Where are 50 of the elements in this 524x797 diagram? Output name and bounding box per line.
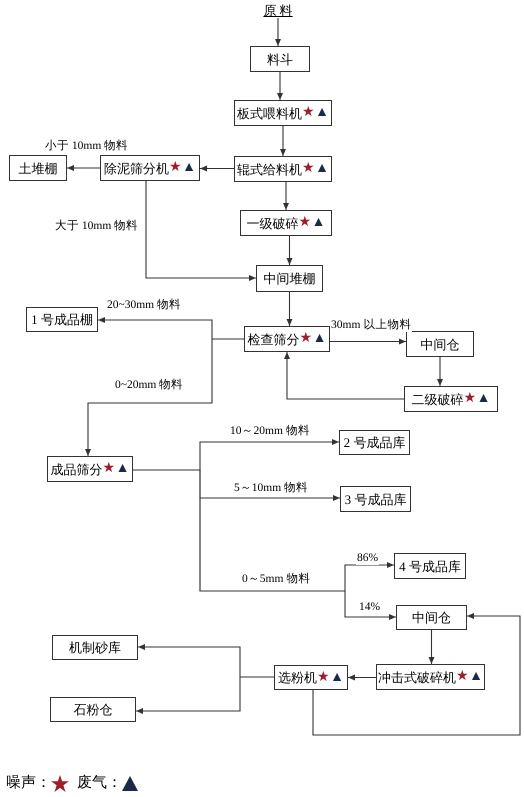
process-box: 辊式给料机★▲ (234, 156, 332, 182)
process-box: 土堆棚 (9, 155, 67, 181)
process-box: 1 号成品棚 (26, 307, 98, 332)
arrow (277, 72, 283, 100)
arrow (200, 166, 234, 172)
arrow (428, 630, 434, 664)
process-box: 中间堆棚 (256, 265, 323, 292)
process-box: 料斗 (250, 46, 310, 72)
legend-text: 噪声： (6, 776, 51, 791)
process-box: 检查筛分★▲ (244, 326, 330, 352)
flow-note: 0～5mm 物料 (241, 574, 312, 586)
edge-label: 10～20mm 物料 (229, 426, 311, 438)
process-box: 2 号成品库 (339, 430, 410, 455)
arrow (330, 338, 406, 344)
process-box: 机制砂库 (52, 635, 138, 660)
process-box: 成品筛分★▲ (47, 456, 133, 482)
arrow (286, 236, 292, 265)
input-label: 原 料 (262, 2, 294, 18)
edge-label: 14% (358, 602, 382, 614)
process-box: 3 号成品库 (340, 486, 411, 512)
edge-label: 大于 10mm 物料 (54, 221, 140, 232)
arrow (67, 165, 100, 171)
arrow (280, 126, 286, 156)
arrow (145, 181, 256, 281)
process-box: 石粉仓 (50, 697, 136, 722)
arrow (283, 182, 289, 210)
edge-label: 30mm 以上物料 (330, 320, 412, 332)
arrow (348, 674, 376, 680)
arrow (284, 352, 404, 400)
legend-text: 废气： (77, 776, 122, 791)
arrow (275, 18, 281, 46)
edge-label: 小于 10mm 物料 (44, 141, 130, 152)
arrow (85, 338, 244, 456)
arrow (312, 613, 521, 736)
process-box: 选粉机★▲ (274, 665, 348, 690)
process-box: 中间仓 (396, 605, 467, 630)
process-box: 中间仓 (406, 331, 474, 357)
edge-label: 5～10mm 物料 (233, 483, 310, 494)
process-box: 二级破碎★▲ (404, 386, 498, 412)
process-box: 4 号成品库 (394, 553, 466, 579)
process-box: 除泥筛分机★▲ (100, 155, 200, 181)
arrow (136, 676, 274, 714)
arrow (437, 357, 443, 386)
process-box: 冲击式破碎机★▲ (376, 664, 485, 690)
process-box: 板式喂料机★▲ (234, 100, 332, 126)
edge-label: 20~30mm 物料 (106, 300, 182, 312)
process-box: 一级破碎★▲ (240, 210, 332, 236)
edge-label: 86% (356, 553, 380, 564)
arrow (286, 292, 292, 326)
edge-label: 0~20mm 物料 (114, 380, 184, 392)
